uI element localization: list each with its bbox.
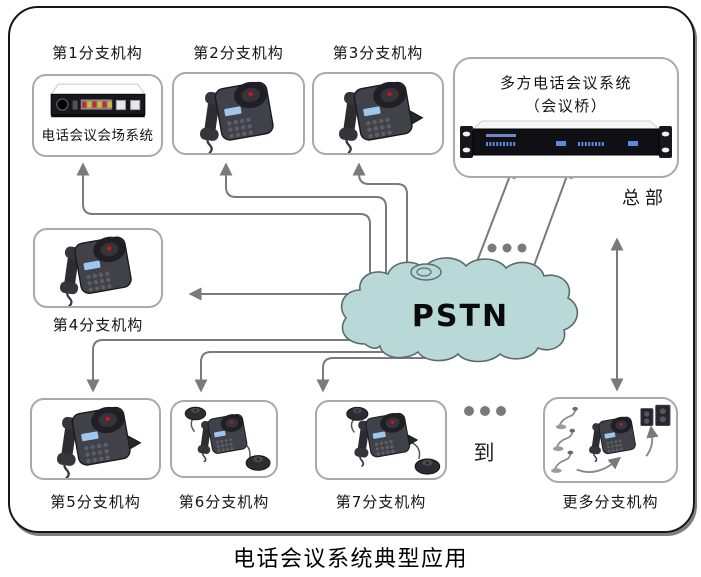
branch-6-label: 第6分支机构: [178, 493, 270, 511]
diagram-frame: [8, 6, 695, 533]
pstn-cloud-icon: [340, 257, 579, 363]
bridge-title: 多方电话会议系统: [499, 74, 632, 92]
connectors: [76, 162, 624, 393]
branch-4-label: 第4分支机构: [52, 316, 144, 334]
to-label: 到: [473, 441, 495, 465]
branch-7-label: 第7分支机构: [335, 493, 427, 511]
conference-phone-icon: [325, 75, 431, 153]
branch-6-box: [170, 400, 278, 478]
phone-with-mic-pods-icon: [184, 406, 271, 471]
branch-3-label: 第3分支机构: [332, 44, 424, 62]
branch-5-box: [30, 398, 161, 480]
branch-3-box: [312, 72, 444, 155]
connector-cloud-branch7: [316, 357, 430, 393]
desk-phone-icon: [49, 230, 147, 306]
connector-cloud-branch5: [86, 339, 382, 393]
ellipsis-dots-upper: [487, 243, 527, 253]
hq-bridge-box: 多方电话会议系统 （会议桥）: [453, 57, 679, 178]
branch-1-label: 第1分支机构: [52, 44, 143, 62]
connector-cloud-branch2: [219, 162, 387, 290]
more-branches-label: 更多分支机构: [562, 493, 659, 511]
bridge-subtitle: （会议桥）: [524, 96, 608, 115]
branch-1-device-caption: 电话会议会场系统: [41, 128, 154, 144]
connector-cloud-branch1: [76, 162, 371, 290]
more-branches-equipment-icon: [551, 404, 671, 474]
pstn-label: PSTN: [411, 299, 510, 334]
hq-label: 总部: [622, 188, 668, 209]
branch-7-box: [315, 400, 447, 480]
conference-bridge-server-icon: [460, 120, 672, 164]
connector-cloud-bridge-2: [527, 165, 573, 283]
ellipsis-dots-lower: [464, 406, 506, 416]
more-branches-box: [543, 397, 678, 483]
cloud-swirl-icon: [410, 263, 442, 281]
branch-4-box: [33, 228, 163, 308]
conference-gateway-device-icon: [41, 83, 155, 124]
connector-cloud-branch6: [194, 351, 400, 393]
conference-phone-with-mic-pod-icon: [346, 406, 441, 475]
connector-cloud-branch3: [352, 162, 408, 290]
branch-2-label: 第2分支机构: [193, 44, 284, 62]
desk-phone-icon: [189, 75, 289, 153]
branch-5-label: 第5分支机构: [50, 493, 141, 511]
branch-1-box: 电话会议会场系统: [32, 74, 163, 157]
diagram-title: 电话会议系统典型应用: [232, 547, 468, 572]
branch-2-box: [172, 72, 305, 155]
conference-phone-icon: [38, 400, 154, 478]
